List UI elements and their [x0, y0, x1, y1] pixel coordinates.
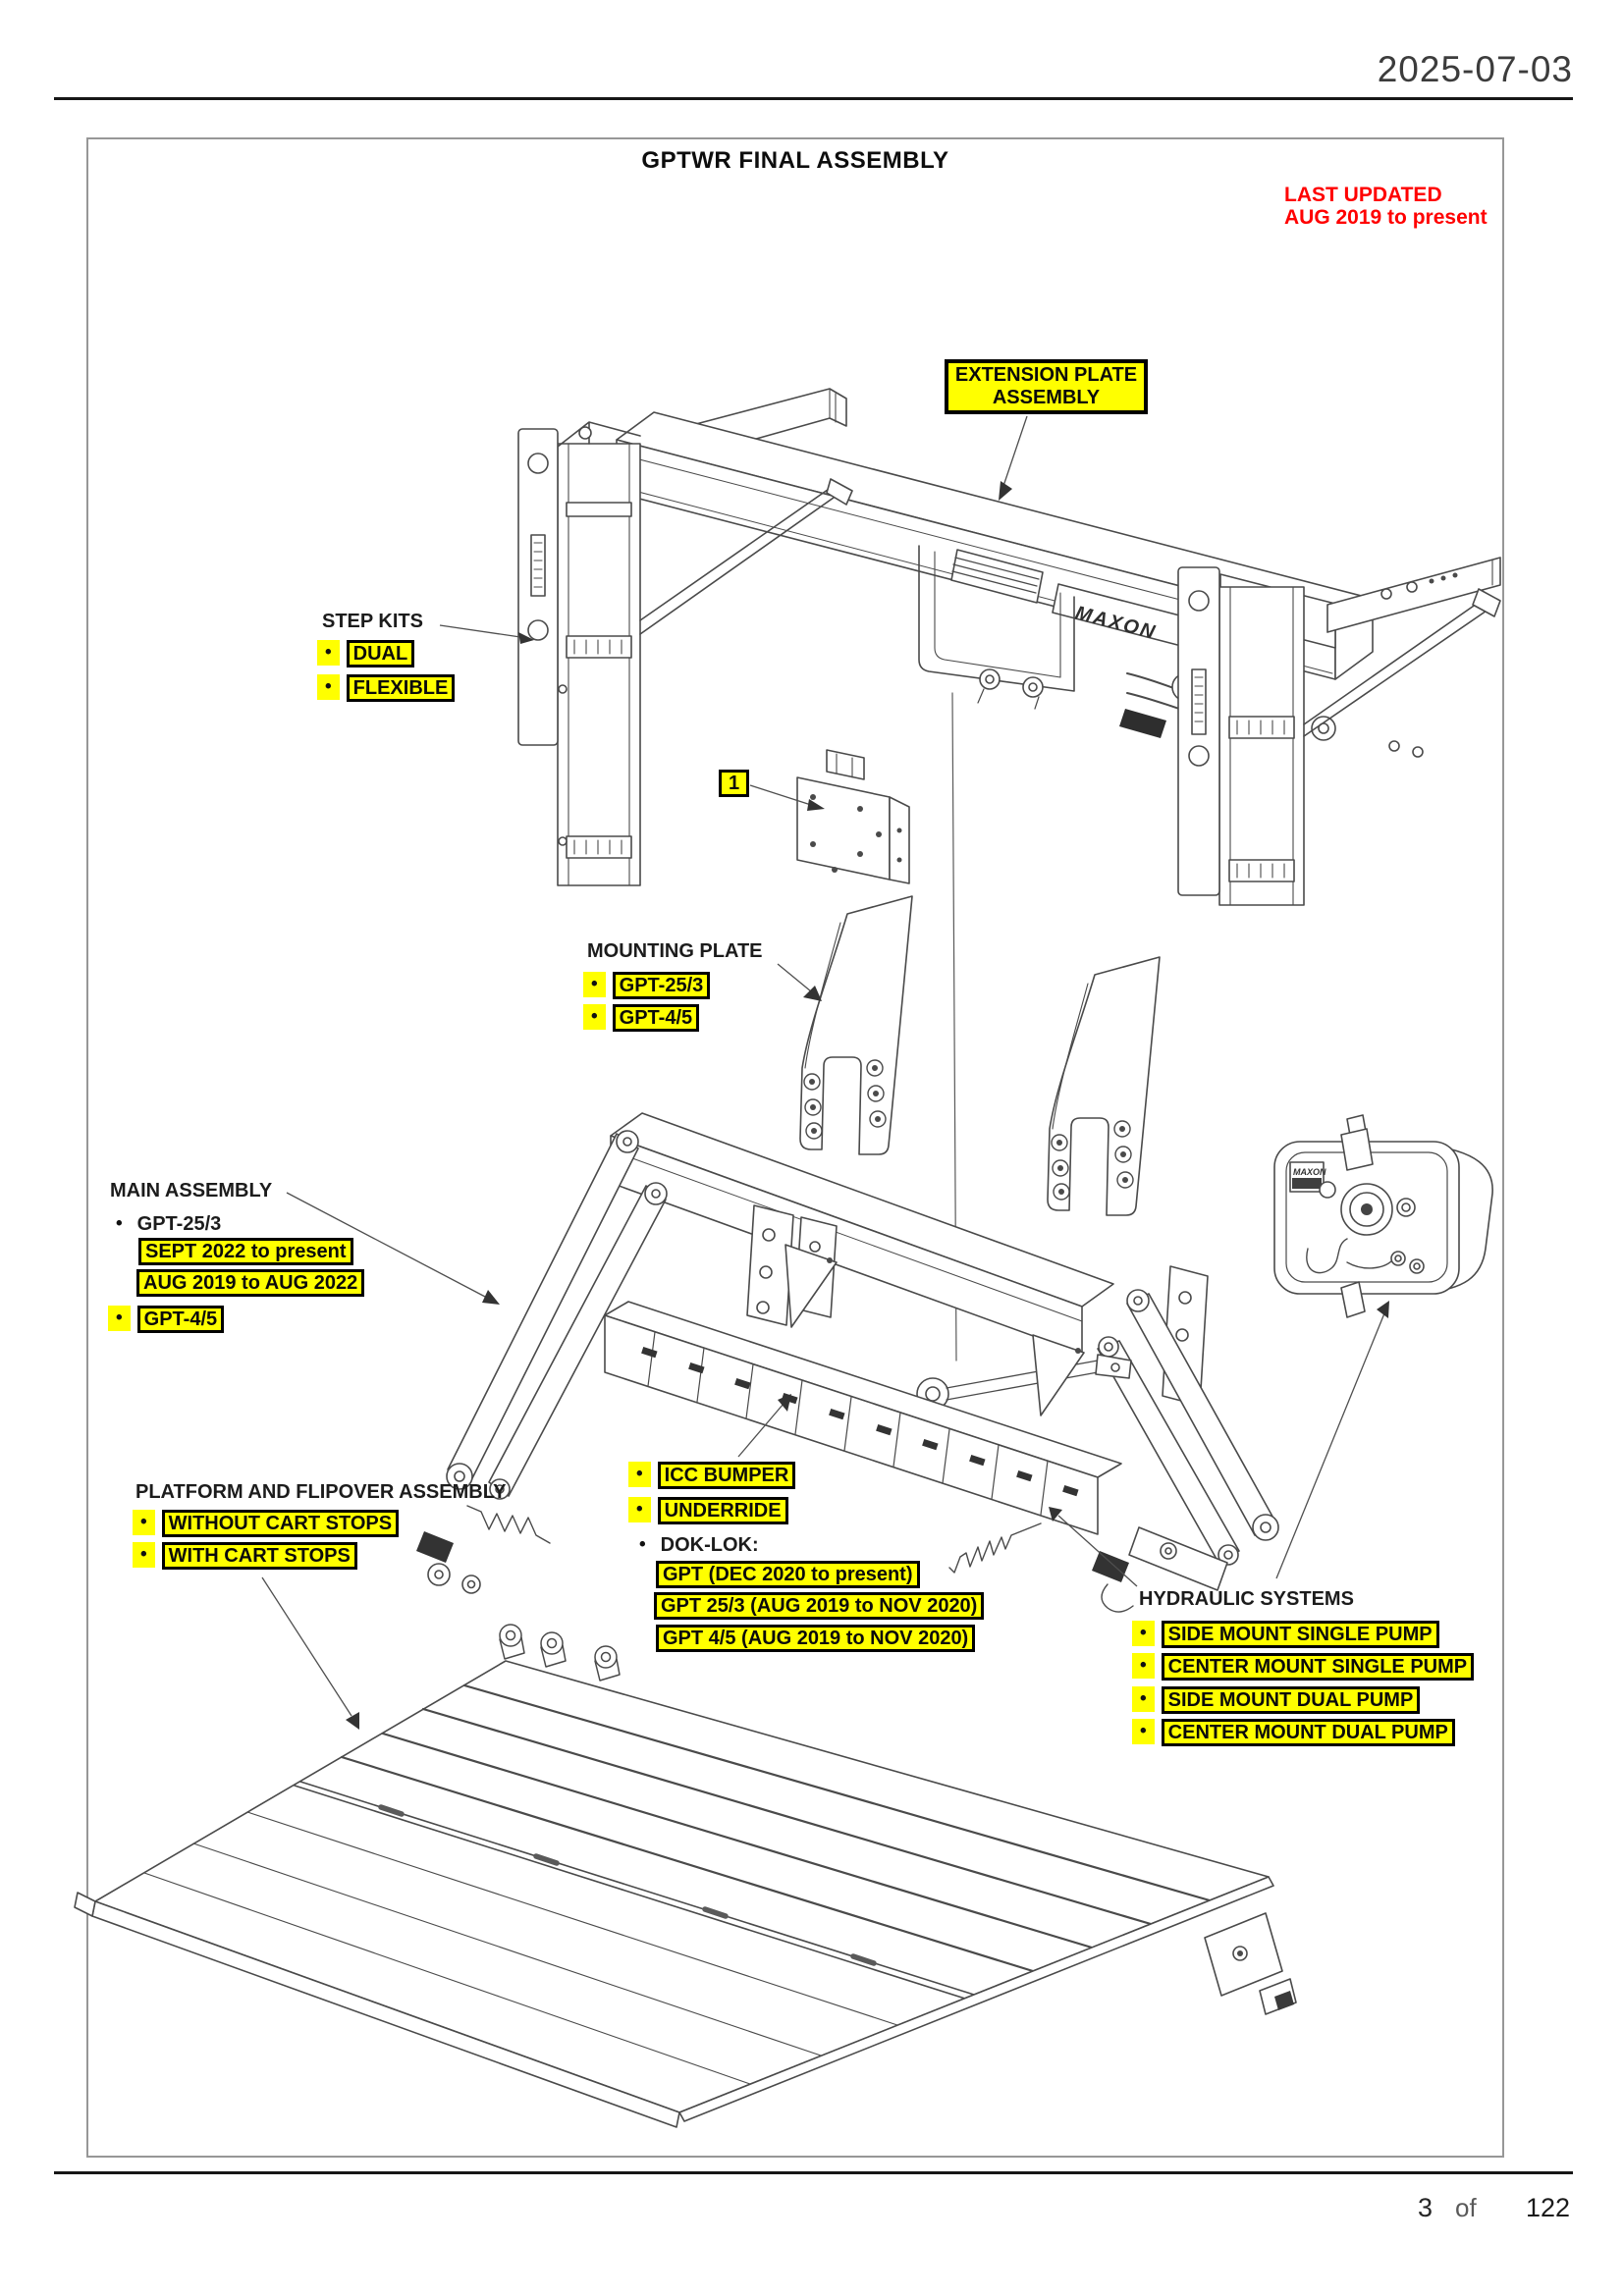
bullet-icon: •	[317, 640, 340, 666]
page-date: 2025-07-03	[1377, 49, 1573, 89]
bumper-option-label: UNDERRIDE	[657, 1497, 788, 1524]
extension-plate-line1: EXTENSION PLATE	[954, 364, 1138, 386]
platform-item: • WITHOUT CART STOPS	[133, 1510, 400, 1537]
mounting-plate-item: • GPT-25/3	[583, 972, 711, 999]
step-kits-item-label: DUAL	[346, 640, 415, 667]
main-assembly-model-2-label: GPT-4/5	[136, 1306, 225, 1333]
main-assembly-model-1: • GPT-25/3	[108, 1211, 221, 1237]
hydraulic-item-label: SIDE MOUNT DUAL PUMP	[1161, 1686, 1421, 1714]
platform-item-label: WITHOUT CART STOPS	[161, 1510, 400, 1537]
hydraulic-item: • CENTER MOUNT SINGLE PUMP	[1132, 1653, 1475, 1681]
page-number-total: 122	[1526, 2193, 1571, 2222]
callout-hydraulic-heading: HYDRAULIC SYSTEMS	[1139, 1588, 1354, 1610]
callout-item-1: 1	[719, 770, 750, 797]
main-assembly-date-range: SEPT 2022 to present	[138, 1238, 353, 1265]
hydraulic-item-label: CENTER MOUNT SINGLE PUMP	[1161, 1653, 1475, 1681]
bumper-option: • DOK-LOK:	[631, 1532, 759, 1558]
bullet-icon: •	[1132, 1719, 1155, 1744]
bullet-icon: •	[639, 1534, 646, 1555]
callout-platform-heading: PLATFORM AND FLIPOVER ASSEMBLY	[135, 1481, 507, 1503]
dok-lok-model-label: GPT 4/5 (AUG 2019 to NOV 2020)	[656, 1625, 976, 1652]
dok-lok-model: GPT (DEC 2020 to present)	[656, 1561, 920, 1588]
bullet-icon: •	[1132, 1621, 1155, 1646]
dok-lok-model: GPT 25/3 (AUG 2019 to NOV 2020)	[654, 1592, 985, 1620]
bullet-icon: •	[116, 1213, 123, 1234]
header-rule	[54, 97, 1573, 100]
main-assembly-date-range: AUG 2019 to AUG 2022	[136, 1269, 365, 1297]
hydraulic-item-label: SIDE MOUNT SINGLE PUMP	[1161, 1621, 1439, 1648]
hydraulic-item: • SIDE MOUNT DUAL PUMP	[1132, 1686, 1421, 1714]
bullet-icon: •	[583, 1004, 606, 1030]
bullet-icon: •	[1132, 1653, 1155, 1679]
last-updated-line2: AUG 2019 to present	[1284, 206, 1488, 229]
bumper-option-label: ICC BUMPER	[657, 1462, 796, 1489]
bumper-option: • ICC BUMPER	[628, 1462, 796, 1489]
mounting-plate-item: • GPT-4/5	[583, 1004, 700, 1032]
callout-mounting-plate-heading: MOUNTING PLATE	[587, 940, 763, 962]
extension-plate-line2: ASSEMBLY	[992, 387, 1101, 408]
bullet-icon: •	[108, 1306, 131, 1331]
diagram-title: GPTWR FINAL ASSEMBLY	[641, 147, 949, 174]
main-assembly-model-2: • GPT-4/5	[108, 1306, 225, 1333]
bullet-icon: •	[628, 1497, 651, 1522]
step-kits-item-label: FLEXIBLE	[346, 674, 456, 702]
date-range-label: AUG 2019 to AUG 2022	[136, 1269, 365, 1297]
date-range-label: SEPT 2022 to present	[138, 1238, 353, 1265]
step-kits-item: • DUAL	[317, 640, 415, 667]
last-updated-note: LAST UPDATED AUG 2019 to present	[1284, 184, 1488, 229]
mounting-plate-item-label: GPT-4/5	[612, 1004, 700, 1032]
hydraulic-item-label: CENTER MOUNT DUAL PUMP	[1161, 1719, 1455, 1746]
bullet-icon: •	[133, 1542, 155, 1568]
dok-lok-model-label: GPT (DEC 2020 to present)	[656, 1561, 920, 1588]
dok-lok-model-label: GPT 25/3 (AUG 2019 to NOV 2020)	[654, 1592, 985, 1620]
last-updated-line1: LAST UPDATED	[1284, 184, 1442, 206]
bullet-icon: •	[628, 1462, 651, 1487]
footer-rule	[54, 2171, 1573, 2174]
bullet-icon: •	[133, 1510, 155, 1535]
platform-item-label: WITH CART STOPS	[161, 1542, 357, 1570]
main-assembly-model-1-label: GPT-25/3	[136, 1213, 222, 1235]
bumper-option: • UNDERRIDE	[628, 1497, 788, 1524]
hydraulic-item: • SIDE MOUNT SINGLE PUMP	[1132, 1621, 1439, 1648]
dok-lok-label: DOK-LOK:	[660, 1534, 759, 1556]
diagram-border	[86, 137, 1504, 2158]
callout-step-kits-heading: STEP KITS	[322, 611, 423, 632]
page-number-separator: of	[1455, 2193, 1477, 2222]
page-number-current: 3	[1418, 2193, 1434, 2222]
bullet-icon: •	[583, 972, 606, 997]
platform-item: • WITH CART STOPS	[133, 1542, 357, 1570]
step-kits-item: • FLEXIBLE	[317, 674, 456, 702]
callout-main-assembly-heading: MAIN ASSEMBLY	[110, 1180, 273, 1201]
dok-lok-model: GPT 4/5 (AUG 2019 to NOV 2020)	[656, 1625, 976, 1652]
bullet-icon: •	[317, 674, 340, 700]
mounting-plate-item-label: GPT-25/3	[612, 972, 711, 999]
callout-extension-plate: EXTENSION PLATE ASSEMBLY	[945, 359, 1148, 414]
hydraulic-item: • CENTER MOUNT DUAL PUMP	[1132, 1719, 1455, 1746]
bullet-icon: •	[1132, 1686, 1155, 1712]
